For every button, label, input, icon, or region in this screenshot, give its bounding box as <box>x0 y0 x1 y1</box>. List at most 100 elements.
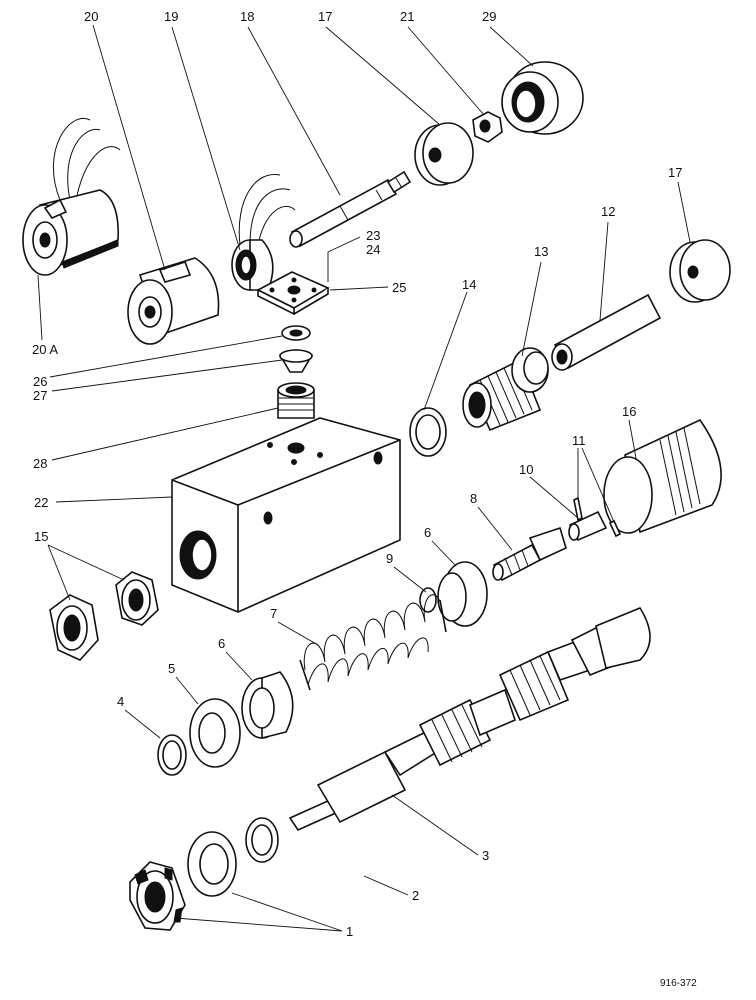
callout-17-right: 17 <box>668 165 682 180</box>
leader-13 <box>521 261 542 357</box>
callout-4: 4 <box>117 694 124 709</box>
callout-8: 8 <box>470 491 477 506</box>
leader-6a <box>431 540 457 567</box>
part-6-cup-upper <box>437 561 488 627</box>
leader-15a <box>47 544 71 601</box>
callout-20: 20 <box>84 9 98 24</box>
part-28-plug <box>277 382 315 419</box>
part-16-cylinder <box>603 418 722 534</box>
part-21-nut <box>472 111 503 143</box>
leader-25 <box>329 286 389 291</box>
part-15-nut-right <box>115 571 159 626</box>
part-20a-cylinder <box>22 118 121 276</box>
callout-10: 10 <box>519 462 533 477</box>
callout-22: 22 <box>34 495 48 510</box>
part-29-ring <box>501 61 584 135</box>
callout-27: 27 <box>33 388 47 403</box>
part-8-bolt <box>492 526 567 582</box>
callout-26: 26 <box>33 374 47 389</box>
callout-16: 16 <box>622 404 636 419</box>
leader-26 <box>49 335 283 378</box>
callout-18: 18 <box>240 9 254 24</box>
leader-18 <box>247 26 341 196</box>
leader-11b <box>581 447 615 523</box>
part-5-washer <box>189 698 241 768</box>
callout-17-upper: 17 <box>318 9 332 24</box>
callout-24: 24 <box>366 242 380 257</box>
leader-1a <box>231 892 343 932</box>
leader-lines <box>37 24 691 932</box>
callout-23: 23 <box>366 228 380 243</box>
part-11-pins <box>573 496 622 538</box>
leader-17b <box>677 181 691 243</box>
part-17-washer-upper <box>414 122 474 186</box>
leader-22 <box>55 496 173 503</box>
callout-5: 5 <box>168 661 175 676</box>
leader-6b <box>225 651 253 681</box>
callout-3: 3 <box>482 848 489 863</box>
part-4-washer <box>157 734 187 776</box>
callout-19: 19 <box>164 9 178 24</box>
callout-2: 2 <box>412 888 419 903</box>
part-12-tube <box>551 293 662 371</box>
leader-15b <box>47 544 125 581</box>
leader-5 <box>175 676 199 705</box>
callout-1: 1 <box>346 924 353 939</box>
part-3-spool <box>288 607 651 832</box>
callout-14: 14 <box>462 277 476 292</box>
part-2-washer <box>245 817 279 863</box>
part-9-washer <box>419 587 437 613</box>
callout-6-upper: 6 <box>424 525 431 540</box>
leader-10 <box>529 476 579 519</box>
leader-7 <box>277 621 319 646</box>
part-26-washer <box>281 325 311 341</box>
part-15-nut-left <box>49 594 99 661</box>
leader-19 <box>171 26 241 251</box>
reference-number: 916-372 <box>660 978 697 989</box>
leader-14 <box>423 291 468 411</box>
part-1-washer <box>187 831 237 897</box>
leader-2 <box>363 875 409 896</box>
leader-21 <box>407 26 485 116</box>
callout-15: 15 <box>34 529 48 544</box>
leader-16 <box>628 419 637 459</box>
leader-20 <box>92 24 166 271</box>
callout-28: 28 <box>33 456 47 471</box>
leader-17a <box>325 26 441 126</box>
part-18-shaft <box>289 170 412 248</box>
part-10-sleeve <box>568 510 608 542</box>
callout-25: 25 <box>392 280 406 295</box>
leader-1b <box>174 917 343 932</box>
part-6-cup-lower <box>241 671 294 740</box>
callout-7: 7 <box>270 606 277 621</box>
callout-29: 29 <box>482 9 496 24</box>
part-17-washer-right <box>669 239 731 303</box>
part-19-ring <box>231 173 296 291</box>
callout-21: 21 <box>400 9 414 24</box>
part-1-castle-nut <box>129 861 186 931</box>
callout-13: 13 <box>534 244 548 259</box>
callout-11: 11 <box>572 433 586 448</box>
part-25-plate <box>256 271 330 316</box>
leader-27 <box>51 359 283 392</box>
callout-6-lower: 6 <box>218 636 225 651</box>
leader-4 <box>124 709 161 739</box>
part-7-spring <box>299 594 447 691</box>
callout-12: 12 <box>601 204 615 219</box>
part-13-fitting <box>462 347 549 432</box>
part-20-cylinder <box>127 257 220 345</box>
leader-8 <box>477 506 513 551</box>
leader-29 <box>489 26 534 67</box>
leader-23-24 <box>327 236 361 282</box>
leader-12 <box>599 221 609 321</box>
part-14-washer <box>409 407 447 457</box>
callout-labels: 20 19 18 17 21 29 17 12 23 24 25 13 14 2… <box>32 9 697 989</box>
leader-3 <box>391 794 479 856</box>
leader-28 <box>51 407 279 461</box>
part-27-cone <box>278 349 314 373</box>
leader-20a <box>37 274 43 341</box>
part-22-valve-block <box>171 417 401 613</box>
callout-20a: 20 A <box>32 342 58 357</box>
